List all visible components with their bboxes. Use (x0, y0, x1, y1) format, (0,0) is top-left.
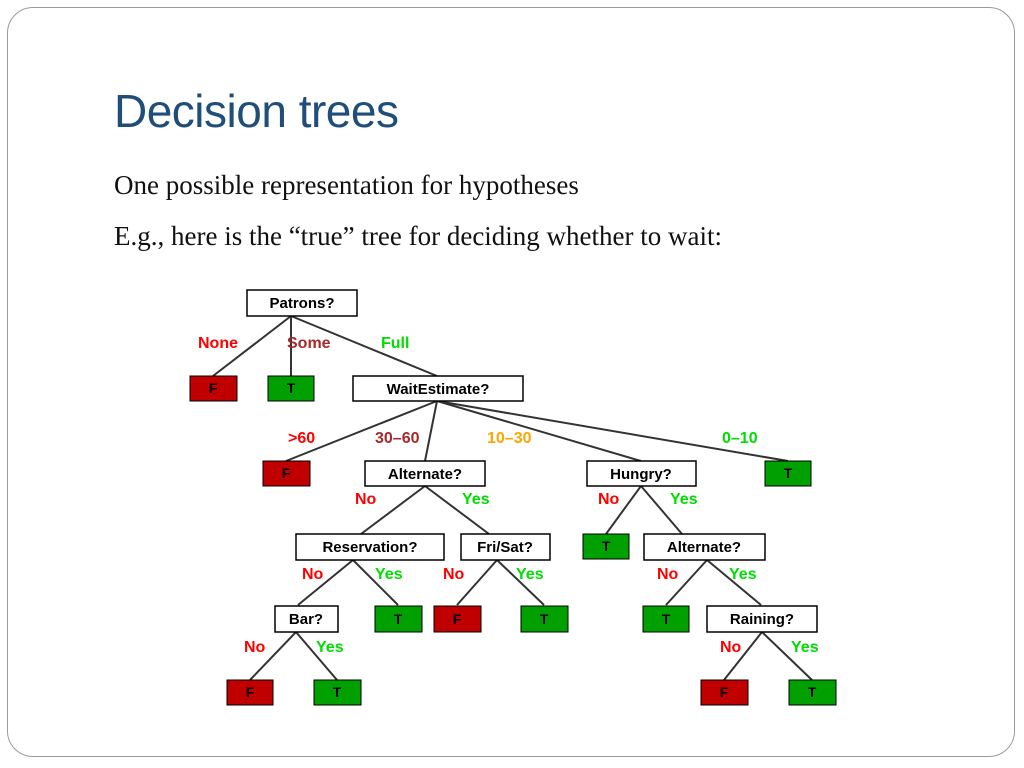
leaf-bar-no: F (246, 684, 255, 700)
leaf-patrons-some: T (287, 380, 296, 396)
leaf-wait-gt60: F (282, 465, 291, 481)
node-bar-box (274, 605, 339, 633)
edge-label-bar-yes: Yes (316, 639, 344, 656)
edge-patrons-none (212, 315, 292, 377)
tree-leaves (189, 375, 837, 706)
node-reservation: Reservation? (322, 539, 417, 556)
edge-hungry-no (605, 485, 642, 535)
edge-bar-no (249, 631, 297, 681)
edge-rain-yes (761, 631, 813, 681)
leaf-raining-yes: T (808, 684, 817, 700)
leaf-frisat-no: F (453, 611, 462, 627)
leaf-bar-yes: T (333, 684, 342, 700)
node-fri-sat-box (460, 533, 551, 561)
tree-leaf-labels: F T F T T T F T T F T F T (209, 380, 817, 700)
tree-nodes: Patrons? WaitEstimate? Alternate? Hungry… (246, 289, 818, 633)
node-raining: Raining? (730, 611, 794, 628)
edge-label-rain-no: No (720, 639, 742, 656)
tree-edge-labels: None Some Full >60 30–60 10–30 0–10 No Y… (198, 335, 819, 656)
node-bar: Bar? (289, 611, 323, 628)
node-patrons: Patrons? (269, 295, 334, 312)
edge-label-alt1-no: No (355, 491, 377, 508)
edge-label-hungry-yes: Yes (670, 491, 698, 508)
edge-label-10-30: 10–30 (487, 430, 532, 447)
edge-hungry-yes (640, 485, 683, 535)
edge-label-alt1-yes: Yes (462, 491, 490, 508)
edge-patrons-full (290, 315, 438, 377)
leaf-frisat-yes: T (540, 611, 549, 627)
edge-alt2-yes (706, 559, 762, 606)
leaf-raining-yes-box (788, 679, 837, 706)
slide-title: Decision trees (114, 85, 399, 137)
node-hungry-box (586, 460, 697, 487)
edge-rain-no (723, 631, 763, 681)
leaf-patrons-some-box (267, 375, 315, 402)
tree-edges (212, 315, 813, 681)
edge-alt1-yes (424, 485, 490, 535)
node-patrons-box (246, 289, 358, 317)
edge-label-alt2-no: No (657, 566, 679, 583)
edge-label-0-10: 0–10 (722, 430, 758, 447)
node-alternate-2: Alternate? (667, 539, 741, 556)
node-wait-estimate: WaitEstimate? (387, 381, 490, 398)
leaf-frisat-no-box (433, 605, 482, 633)
node-wait-estimate-box (352, 375, 524, 402)
leaf-hungry-no-box (582, 533, 630, 560)
leaf-wait-0-10: T (784, 465, 793, 481)
edge-label-hungry-no: No (598, 491, 620, 508)
edge-label-res-yes: Yes (375, 566, 403, 583)
leaf-hungry-no: T (602, 538, 611, 554)
node-reservation-box (295, 533, 445, 561)
node-alternate-1: Alternate? (388, 466, 462, 483)
edge-wait-gt60 (285, 400, 438, 462)
edge-wait-0-10 (436, 400, 789, 462)
edge-label-alt2-yes: Yes (729, 566, 757, 583)
node-alternate-1-box (364, 460, 486, 487)
node-alternate-2-box (643, 533, 766, 561)
node-fri-sat: Fri/Sat? (477, 539, 533, 556)
edge-label-res-no: No (302, 566, 324, 583)
edge-label-rain-yes: Yes (791, 639, 819, 656)
edge-frisat-yes (496, 559, 545, 606)
leaf-patrons-none-box (189, 375, 238, 402)
bullet-1: One possible representation for hypothes… (114, 170, 579, 200)
edge-alt1-no (360, 485, 426, 535)
leaf-raining-no-box (700, 679, 749, 706)
leaf-alternate2-no-box (642, 605, 690, 633)
edge-wait-10-30 (436, 400, 642, 462)
edge-bar-yes (295, 631, 338, 681)
leaf-wait-gt60-box (262, 460, 311, 487)
edge-alt2-no (665, 559, 708, 606)
leaf-reservation-yes: T (394, 611, 403, 627)
leaf-patrons-none: F (209, 380, 218, 396)
leaf-bar-yes-box (313, 679, 362, 706)
edge-label-gt60: >60 (288, 430, 315, 447)
edge-label-frisat-no: No (443, 566, 465, 583)
leaf-bar-no-box (226, 679, 274, 706)
edge-wait-30-60 (424, 400, 438, 462)
edge-label-some: Some (287, 335, 331, 352)
edge-label-none: None (198, 335, 238, 352)
leaf-alternate2-no: T (662, 611, 671, 627)
leaf-frisat-yes-box (520, 605, 569, 633)
edge-res-yes (352, 559, 399, 606)
leaf-raining-no: F (720, 684, 729, 700)
edge-res-no (297, 559, 354, 606)
edge-frisat-no (456, 559, 498, 606)
edge-label-30-60: 30–60 (375, 430, 420, 447)
edge-label-full: Full (381, 335, 409, 352)
leaf-wait-0-10-box (764, 460, 812, 487)
node-raining-box (706, 605, 818, 633)
bullet-2: E.g., here is the “true” tree for decidi… (114, 221, 723, 251)
node-hungry: Hungry? (610, 466, 672, 483)
edge-label-frisat-yes: Yes (516, 566, 544, 583)
leaf-reservation-yes-box (374, 605, 423, 633)
edge-label-bar-no: No (244, 639, 266, 656)
